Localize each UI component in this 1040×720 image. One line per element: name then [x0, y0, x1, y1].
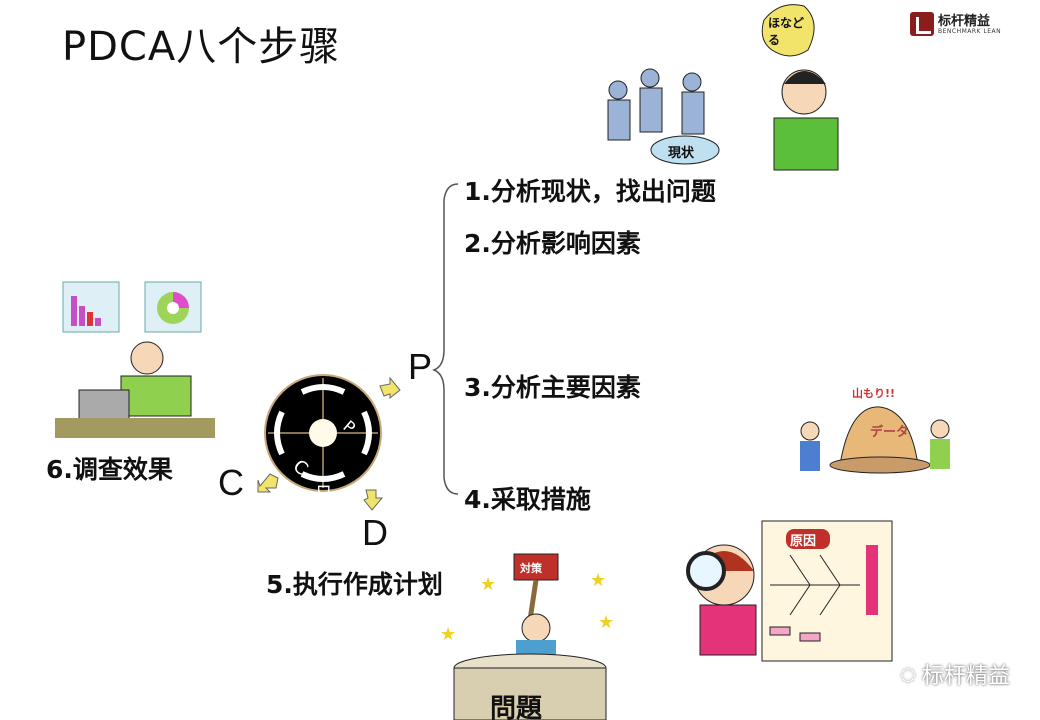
data-pile-illustration: 山もり!! データ [790, 385, 965, 485]
problem-tag: 問題 [490, 694, 543, 720]
arrow-to-d-icon [363, 489, 384, 511]
phase-d-label: D [362, 512, 388, 553]
arrow-to-p-icon [379, 376, 401, 400]
check-effect-illustration [55, 280, 215, 440]
current-state-tag: 現状 [668, 146, 695, 161]
pile-tag: 山もり!! [852, 387, 896, 400]
step-6: 6.调查效果 [46, 455, 173, 484]
logo-text: 标杆精益 [938, 14, 991, 29]
data-tag: データ [870, 425, 910, 440]
phase-c-label: C [218, 462, 244, 503]
logo-subtext: BENCHMARK LEAN [938, 28, 1002, 35]
cause-analysis-illustration: 原因 [670, 515, 900, 665]
step-3: 3.分析主要因素 [464, 373, 641, 402]
arrow-to-c-icon [257, 473, 279, 493]
thinking-man-illustration: ほなどる [760, 0, 850, 175]
cause-tag: 原因 [790, 534, 817, 549]
step-5: 5.执行作成计划 [266, 570, 443, 599]
step-4: 4.采取措施 [464, 485, 591, 514]
svg-text:★: ★ [440, 624, 456, 645]
speech-bubble: ほなどる [768, 16, 805, 47]
pdca-wheel-icon: P C D [264, 374, 382, 496]
watermark-text: 标杆精益 [921, 664, 1010, 689]
phase-p-label: P [408, 346, 433, 387]
svg-text:★: ★ [598, 612, 614, 633]
wheel-label-d: D [314, 484, 333, 496]
problem-solving-illustration: ★ ★ ★ ★ 対策 問題 [440, 550, 620, 720]
wechat-icon: ◌ [900, 663, 916, 685]
watermark: ◌ 标杆精益 [900, 658, 1010, 690]
brand-logo: 标杆精益 BENCHMARK LEAN [910, 10, 1010, 40]
brace-icon [432, 183, 459, 495]
svg-text:★: ★ [590, 570, 606, 591]
logo-mark-icon [910, 12, 934, 36]
step-1: 1.分析现状，找出问题 [464, 177, 716, 206]
countermeasure-tag: 対策 [520, 562, 542, 575]
workers-illustration: 現状 [590, 60, 740, 170]
step-2: 2.分析影响因素 [464, 229, 641, 258]
page-title: PDCA八个步骤 [62, 24, 341, 70]
svg-text:★: ★ [480, 574, 496, 595]
